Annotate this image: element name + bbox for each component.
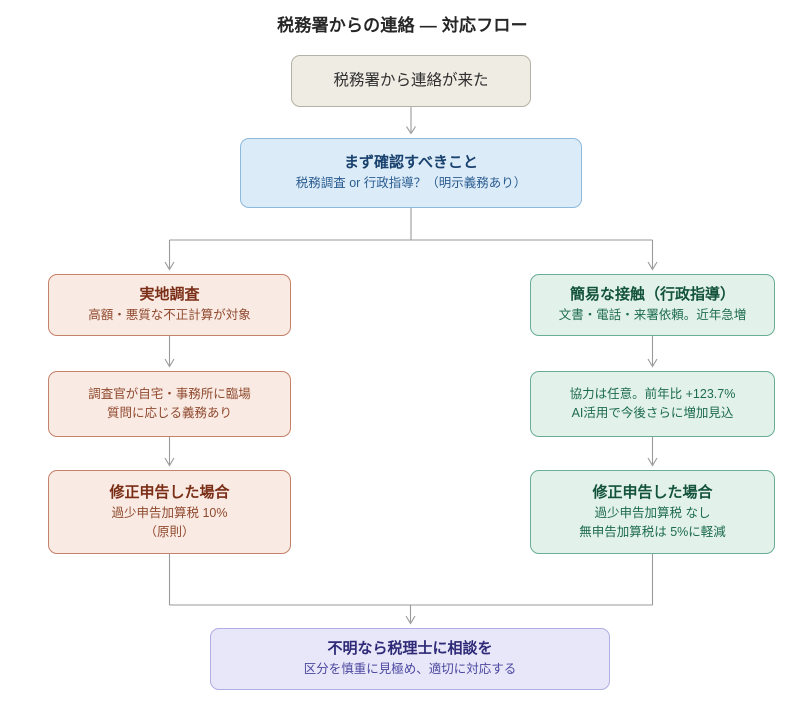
arrowhead-simple3 xyxy=(647,457,658,467)
node-first-check[interactable]: まず確認すべきこと 税務調査 or 行政指導？（明示義務あり） xyxy=(240,138,582,208)
node-first-check-subtitle: 税務調査 or 行政指導？（明示義務あり） xyxy=(295,176,527,191)
node-field-audit-title: 実地調査 xyxy=(139,286,200,304)
node-first-check-title: まず確認すべきこと xyxy=(344,154,478,172)
node-simple-contact-amended-return-line2: 無申告加算税は 5%に軽減 xyxy=(579,524,726,539)
node-simple-contact[interactable]: 簡易な接触（行政指導） 文書・電話・来署依頼。近年急増 xyxy=(530,274,775,336)
node-simple-contact-title: 簡易な接触（行政指導） xyxy=(569,286,735,304)
node-field-audit-detail-line1: 調査官が自宅・事務所に臨場 xyxy=(88,386,251,401)
node-simple-contact-detail-line1: 協力は任意。前年比 +123.7% xyxy=(569,386,736,401)
node-field-audit-amended-return-line2: （原則） xyxy=(144,524,195,539)
arrowhead-simple xyxy=(647,261,658,271)
node-simple-contact-detail[interactable]: 協力は任意。前年比 +123.7% AI活用で今後さらに増加見込 xyxy=(530,371,775,437)
node-field-audit[interactable]: 実地調査 高額・悪質な不正計算が対象 xyxy=(48,274,291,336)
arrowhead-field2 xyxy=(164,358,175,368)
arrowhead-check xyxy=(406,126,416,135)
node-consult-tax-accountant-subtitle: 区分を慎重に見極め、適切に対応する xyxy=(303,662,517,677)
node-field-audit-detail-line2: 質問に応じる義務あり xyxy=(106,406,232,420)
page-title: 税務署からの連絡 — 対応フロー xyxy=(277,16,528,35)
node-start[interactable]: 税務署から連絡が来た xyxy=(291,55,531,107)
node-field-audit-amended-return[interactable]: 修正申告した場合 過少申告加算税 10% （原則） xyxy=(48,470,291,554)
node-field-audit-amended-return-title: 修正申告した場合 xyxy=(109,483,230,501)
node-consult-tax-accountant-title: 不明なら税理士に相談を xyxy=(327,640,493,658)
node-simple-contact-detail-line2: AI活用で今後さらに増加見込 xyxy=(571,406,734,420)
node-consult-tax-accountant[interactable]: 不明なら税理士に相談を 区分を慎重に見極め、適切に対応する xyxy=(210,628,610,690)
node-field-audit-detail[interactable]: 調査官が自宅・事務所に臨場 質問に応じる義務あり xyxy=(48,371,291,437)
node-simple-contact-amended-return-line1: 過少申告加算税 なし xyxy=(594,505,711,520)
arrowhead-field xyxy=(164,261,175,271)
node-field-audit-subtitle: 高額・悪質な不正計算が対象 xyxy=(88,308,251,323)
arrowhead-field3 xyxy=(164,457,175,467)
node-field-audit-amended-return-line1: 過少申告加算税 10% xyxy=(111,505,228,520)
node-simple-contact-amended-return-title: 修正申告した場合 xyxy=(592,483,713,501)
node-simple-contact-subtitle: 文書・電話・来署依頼。近年急増 xyxy=(558,308,747,323)
node-start-title: 税務署から連絡が来た xyxy=(333,71,489,89)
arrowhead-advice xyxy=(405,615,416,625)
arrowhead-simple2 xyxy=(647,358,658,368)
node-simple-contact-amended-return[interactable]: 修正申告した場合 過少申告加算税 なし 無申告加算税は 5%に軽減 xyxy=(530,470,775,554)
